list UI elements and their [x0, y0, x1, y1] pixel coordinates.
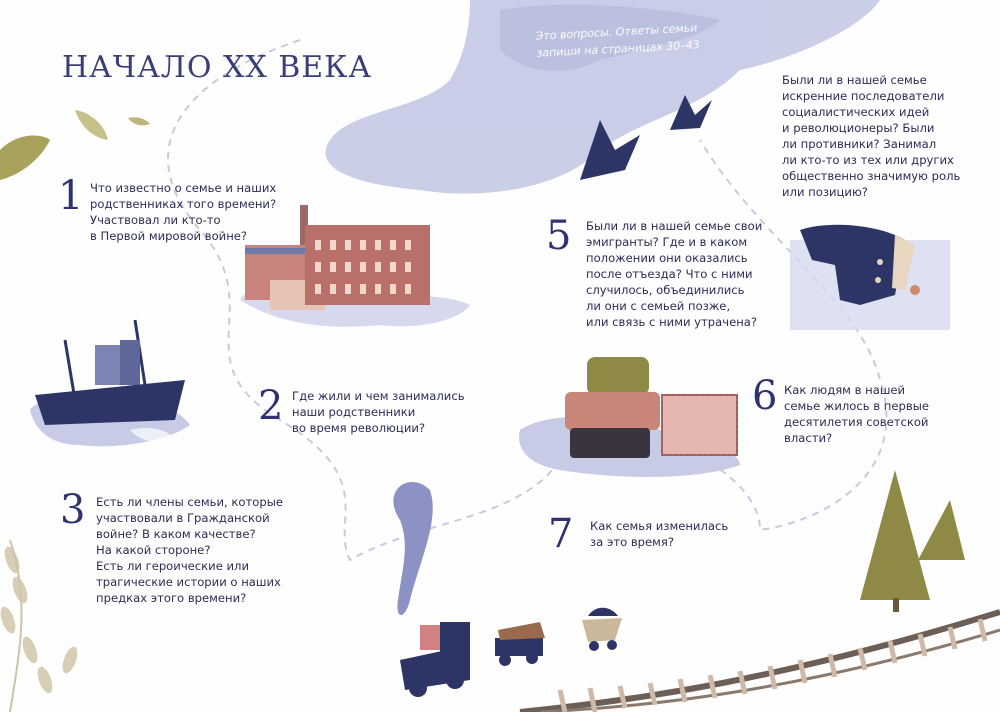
question-line: положении они оказались — [586, 251, 748, 265]
question-line: Как семья изменилась — [590, 519, 729, 533]
question-number: 6 — [752, 373, 778, 419]
factory-illustration — [240, 205, 470, 327]
question-line: или позицию? — [782, 185, 868, 199]
question-number: 5 — [546, 213, 572, 259]
leaf-illustration — [0, 110, 150, 180]
question-line: искренние последователи — [782, 89, 945, 103]
question-line: Есть ли героические или — [96, 559, 250, 573]
question-line: власти? — [784, 431, 833, 445]
question-number: 3 — [60, 487, 86, 533]
question-text: Что известно о семье и наших родственник… — [90, 180, 276, 244]
question-line: участвовали в Гражданской — [96, 511, 270, 525]
question-line: ли кто-то из тех или других — [782, 153, 954, 167]
question-line: наши родственники — [292, 405, 416, 419]
train-illustration — [393, 481, 622, 697]
wheat-illustration — [0, 539, 78, 712]
question-line: трагические истории о наших — [96, 575, 281, 589]
question-line: Как людям в нашей — [784, 383, 906, 397]
question-line: за это время? — [590, 535, 675, 549]
ship-illustration — [30, 319, 190, 447]
question-line: и революционеры? Были — [782, 121, 935, 135]
jacket-illustration — [790, 224, 950, 330]
question-line: Участвовал ли кто-то — [90, 213, 221, 227]
question-text: Как семья изменилась за это время? — [590, 518, 728, 550]
birds-illustration — [580, 95, 712, 180]
suitcases-illustration — [519, 357, 740, 477]
question-line: социалистических идей — [782, 105, 930, 119]
question-line: в Первой мировой войне? — [90, 229, 248, 243]
question-number: 2 — [258, 383, 284, 429]
question-line: Были ли в нашей семье — [782, 73, 927, 87]
question-line: предках этого времени? — [96, 591, 247, 605]
question-line: Есть ли члены семьи, которые — [96, 495, 283, 509]
question-text: Есть ли члены семьи, которые участвовали… — [96, 494, 283, 606]
railway-illustration — [519, 609, 1000, 712]
question-number: 1 — [58, 173, 84, 219]
question-line: во время революции? — [292, 421, 426, 435]
question-line: ли они с семьей позже, — [586, 299, 731, 313]
question-line: эмигранты? Где и в каком — [586, 235, 748, 249]
question-line: ли противники? Занимал — [782, 137, 937, 151]
question-line: войне? В каком качестве? — [96, 527, 256, 541]
question-line: случилось, объединились — [586, 283, 745, 297]
top-cloud — [325, 0, 880, 194]
page-title: НАЧАЛО XX ВЕКА — [62, 50, 373, 85]
question-line: Были ли в нашей семье свои — [586, 219, 763, 233]
question-line: На какой стороне? — [96, 543, 211, 557]
question-text: Как людям в нашей семье жилось в первые … — [784, 382, 929, 446]
question-line: родственниках того времени? — [90, 197, 277, 211]
question-text: Были ли в нашей семье свои эмигранты? Гд… — [586, 218, 762, 330]
pine-tree-illustration — [860, 470, 965, 612]
question-number: 7 — [548, 511, 574, 557]
question-line: десятилетия советской — [784, 415, 929, 429]
question-line: после отъезда? Что с ними — [586, 267, 753, 281]
question-text: Были ли в нашей семье искренние последов… — [782, 72, 960, 200]
question-line: или связь с ними утрачена? — [586, 315, 758, 329]
question-line: Что известно о семье и наших — [90, 181, 277, 195]
question-line: общественно значимую роль — [782, 169, 961, 183]
question-text: Где жили и чем занимались наши родственн… — [292, 388, 465, 436]
question-line: Где жили и чем занимались — [292, 389, 465, 403]
question-line: семье жилось в первые — [784, 399, 929, 413]
